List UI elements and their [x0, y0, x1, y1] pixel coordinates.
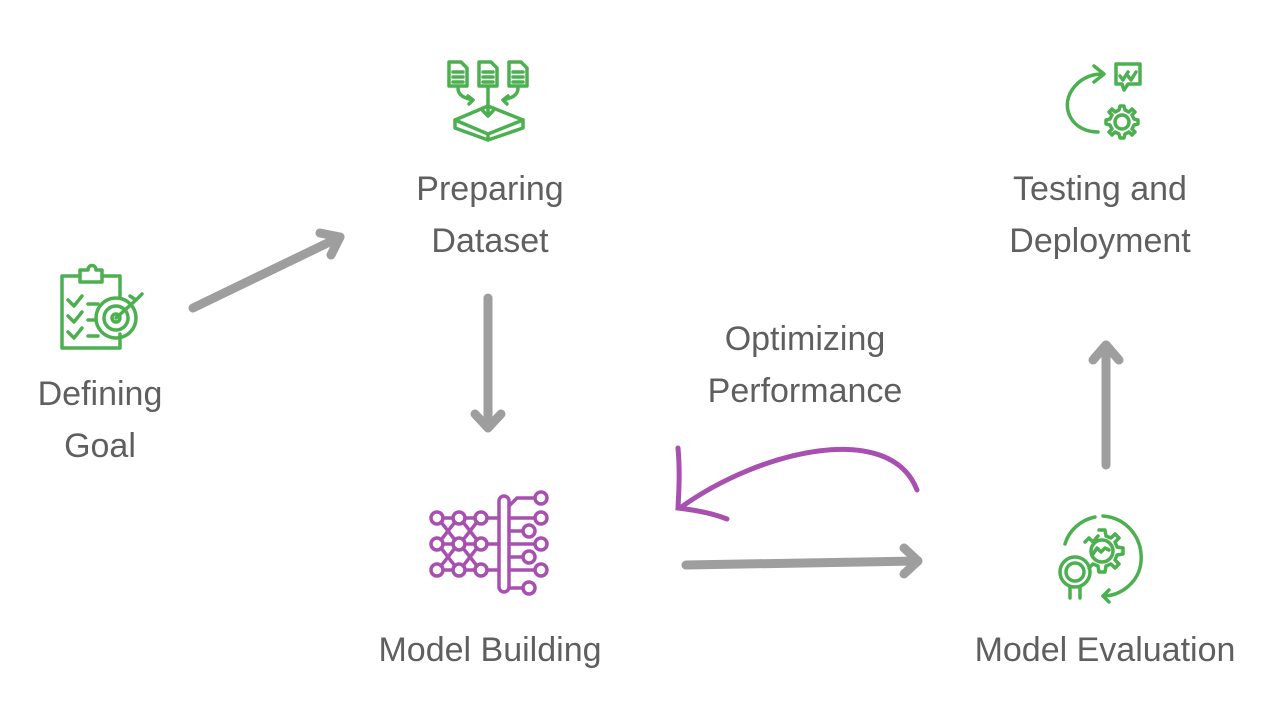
- neural-network-icon: [429, 490, 549, 596]
- arrow-building-to-evaluation: [681, 543, 923, 579]
- node-preparing-dataset: Preparing Dataset: [380, 163, 600, 267]
- feedback-label-optimizing-performance: Optimizing Performance: [670, 313, 940, 417]
- node-model-evaluation: Model Evaluation: [940, 624, 1270, 676]
- gear-magnifier-cycle-icon: [1058, 514, 1143, 604]
- feedback-label-line: Performance: [707, 372, 903, 410]
- feedback-arrow-evaluation-to-building: [675, 445, 920, 522]
- clipboard-target-icon: [60, 263, 144, 350]
- node-label-line: Goal: [64, 427, 136, 465]
- cycle-gear-approval-icon: [1065, 62, 1142, 140]
- node-label-line: Defining: [37, 375, 163, 413]
- node-label-line: Deployment: [1009, 222, 1191, 260]
- node-defining-goal: Defining Goal: [0, 368, 200, 472]
- node-label-line: Model Building: [378, 631, 602, 669]
- arrow-dataset-to-building: [470, 293, 506, 433]
- node-model-building: Model Building: [340, 624, 640, 676]
- node-label-line: Dataset: [431, 222, 549, 260]
- node-label-line: Preparing: [416, 170, 564, 208]
- arrow-goal-to-dataset: [188, 228, 345, 313]
- documents-into-box-icon: [447, 60, 529, 142]
- node-label-line: Model Evaluation: [974, 631, 1236, 669]
- feedback-label-line: Optimizing: [724, 320, 886, 358]
- node-label-line: Testing and: [1013, 170, 1187, 208]
- node-testing-deployment: Testing and Deployment: [970, 163, 1230, 267]
- arrow-evaluation-to-deployment: [1088, 340, 1124, 470]
